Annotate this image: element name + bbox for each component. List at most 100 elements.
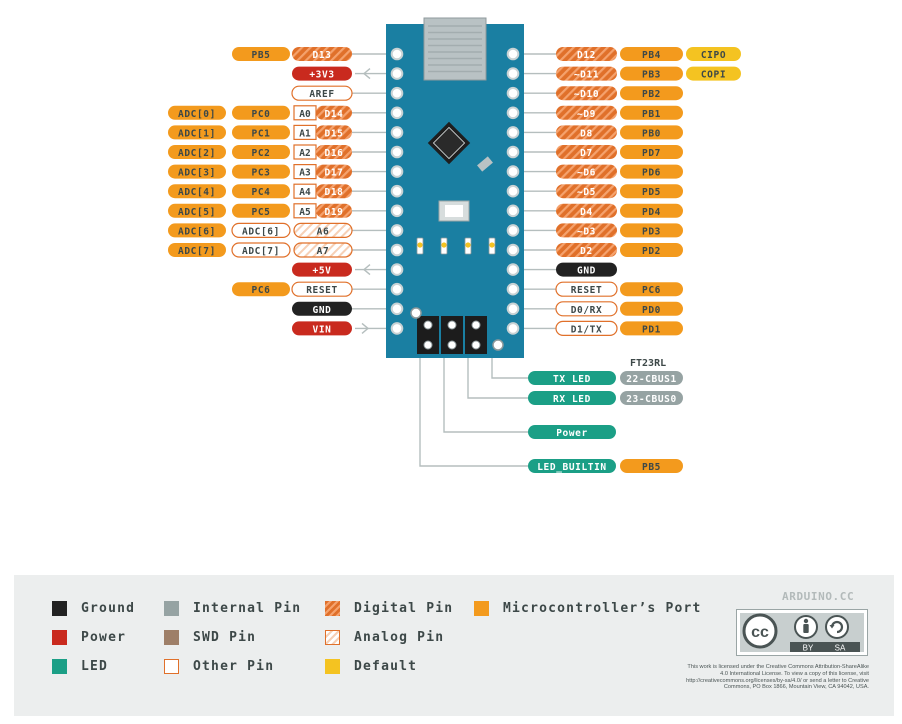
legend-swatch-swd <box>164 629 179 645</box>
adc-label-text: ADC[2] <box>178 148 216 159</box>
header-pin <box>506 302 520 316</box>
pin-label: D13 <box>292 47 352 61</box>
analog-tag-text: A2 <box>299 148 310 159</box>
port-label: PC3 <box>232 164 290 179</box>
pin-label-text: D8 <box>580 128 593 139</box>
legend-label: Other Pin <box>193 658 275 674</box>
pin-label-bg <box>556 125 617 140</box>
analog-tag-text: A4 <box>299 187 311 198</box>
header-pin <box>390 145 404 159</box>
port-label-bg <box>232 105 290 120</box>
adc-label-bg <box>168 223 226 238</box>
pin-label-text: ~D11 <box>574 70 599 81</box>
header-pin <box>390 204 404 218</box>
pin-label-text: ~D5 <box>577 187 596 198</box>
pin-label: D12 <box>556 47 617 61</box>
pin-label: D18 <box>316 184 352 199</box>
pin-label-bg <box>556 203 617 218</box>
led-label-text: LED_BUILTIN <box>537 462 607 473</box>
legend-item-default: Default <box>325 657 417 675</box>
pin-label-text: RESET <box>306 285 338 296</box>
port-label-bg <box>620 164 683 179</box>
pin-label: +3V3 <box>292 66 352 81</box>
port-label-bg <box>232 282 290 297</box>
led-label-text: RX LED <box>553 394 591 405</box>
legend-label: Analog Pin <box>354 629 445 645</box>
function-label: COPI <box>686 66 741 81</box>
led-label: LED_BUILTIN <box>528 459 616 473</box>
ftdi-pin-label: 22-CBUS1 <box>620 371 683 385</box>
legend-item-swd: SWD Pin <box>164 628 256 646</box>
legend-item-ground: Ground <box>52 599 135 617</box>
header-pin <box>506 184 520 198</box>
adc-label: ADC[1] <box>168 125 226 140</box>
adc-label: ADC[3] <box>168 164 226 179</box>
cc-icon-text: cc <box>751 624 769 641</box>
port-label-text: PB2 <box>642 89 661 100</box>
header-pin <box>506 263 520 276</box>
header-pin <box>506 106 520 120</box>
pin-label: D0/RX <box>555 301 618 317</box>
ftdi-pin-label-bg <box>620 391 683 405</box>
legend-item-analog: Analog Pin <box>325 628 444 646</box>
pin-label-bg <box>556 262 617 277</box>
adc-label: ADC[6] <box>168 223 226 238</box>
mount-hole <box>410 307 422 319</box>
pin-label-text: ~D9 <box>577 109 596 120</box>
port-label-text: PC1 <box>252 128 271 139</box>
pin-label-text: D16 <box>325 148 344 159</box>
port-label-text: PB0 <box>642 128 661 139</box>
analog-tag-text: A1 <box>299 128 311 139</box>
port-label: PD2 <box>620 243 683 257</box>
adc-label-bg <box>168 125 226 140</box>
pin-label: ~D3 <box>556 223 617 238</box>
led-label-text: Power <box>556 428 588 439</box>
pin-label: GND <box>556 262 617 277</box>
cc-sa-label: SA <box>835 644 846 653</box>
pin-label-bg <box>556 145 617 159</box>
port-label-bg <box>232 47 290 61</box>
analog-tag: A4 <box>293 183 317 199</box>
pin-label: ~D6 <box>556 164 617 179</box>
adc-label-text: ADC[7] <box>178 246 216 257</box>
pin-label: VIN <box>292 321 352 336</box>
pin-label-bg <box>555 320 618 336</box>
header-pin <box>506 47 520 61</box>
cc-by-label: BY <box>803 644 814 653</box>
microcontroller-chip <box>427 121 471 165</box>
port-label: PD0 <box>620 301 683 316</box>
port-label-bg <box>232 184 290 199</box>
adc-label: ADC[4] <box>168 184 226 199</box>
analog-tag: A0 <box>293 105 317 121</box>
adc-label: ADC[2] <box>168 145 226 159</box>
legend-label: LED <box>81 658 109 674</box>
pin-label-bg <box>556 164 617 179</box>
pin-label-text: RESET <box>571 285 603 296</box>
header-pin <box>390 322 404 335</box>
ftdi-chip-label: FT23RL <box>630 358 666 369</box>
legend-swatch-internal <box>164 600 179 616</box>
port-label-text: PB3 <box>642 70 661 81</box>
pin-label-bg <box>316 203 352 218</box>
pin-label: D4 <box>556 203 617 218</box>
pin-label-text: D2 <box>580 246 593 257</box>
analog-tag: A3 <box>293 164 317 180</box>
header-pin <box>506 67 520 80</box>
port-label-text: PD2 <box>642 246 661 257</box>
led-label-bg <box>528 459 616 473</box>
header-pin <box>506 165 520 178</box>
ftdi-pin-label-text: 23-CBUS0 <box>626 394 677 405</box>
pin-label-bg <box>316 145 352 159</box>
adc-label-bg <box>168 145 226 159</box>
port-label-text: PC3 <box>252 168 271 179</box>
cc-icon <box>742 613 778 649</box>
pin-label-bg <box>292 47 352 61</box>
port-label-bg <box>620 282 683 297</box>
header-pin <box>390 184 404 198</box>
pin-label-bg <box>556 86 617 101</box>
legend-swatch-analog <box>325 629 340 645</box>
crystal <box>477 156 493 172</box>
pin-label-text: A7 <box>317 246 330 257</box>
port-label: PD1 <box>620 321 683 336</box>
